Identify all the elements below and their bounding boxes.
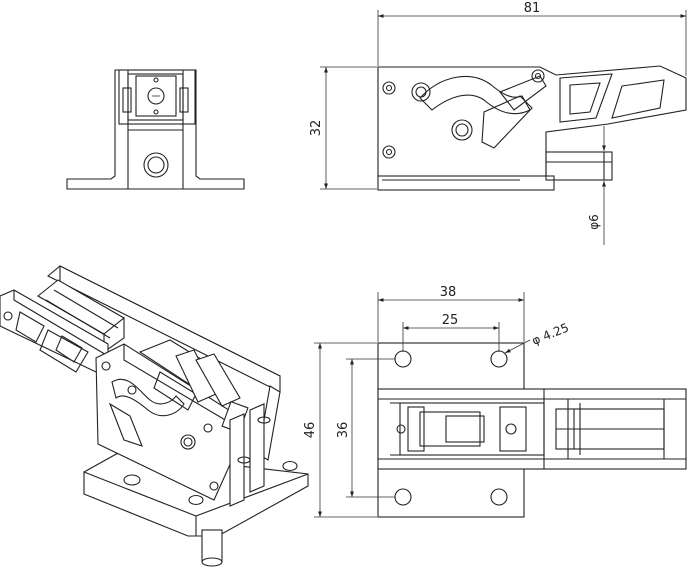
- side-view: [377, 65, 687, 191]
- isometric-view: [0, 265, 309, 567]
- dim-plate-width: 38: [377, 285, 525, 342]
- dim-hole-diameter-label: φ 4.25: [530, 320, 571, 347]
- dim-hole-spacing-x-label: 25: [442, 313, 459, 328]
- dim-hole-spacing-y-label: 36: [336, 422, 351, 439]
- dim-pin-diameter: φ6: [587, 126, 606, 245]
- dim-side-height-label: 32: [309, 120, 324, 137]
- dim-hole-spacing-x: 25: [402, 313, 500, 352]
- dim-side-height: 32: [309, 66, 377, 190]
- plan-view: [377, 342, 687, 518]
- dim-side-length: 81: [377, 1, 687, 76]
- front-view: [66, 69, 245, 190]
- dim-plate-height: 46: [303, 342, 377, 518]
- dim-pin-diameter-label: φ6: [587, 214, 601, 230]
- dim-plate-width-label: 38: [440, 285, 457, 300]
- dim-side-length-label: 81: [524, 1, 541, 16]
- dim-plate-height-label: 46: [303, 422, 318, 439]
- dim-hole-diameter: φ 4.25: [504, 320, 571, 354]
- dim-hole-spacing-y: 36: [336, 358, 395, 498]
